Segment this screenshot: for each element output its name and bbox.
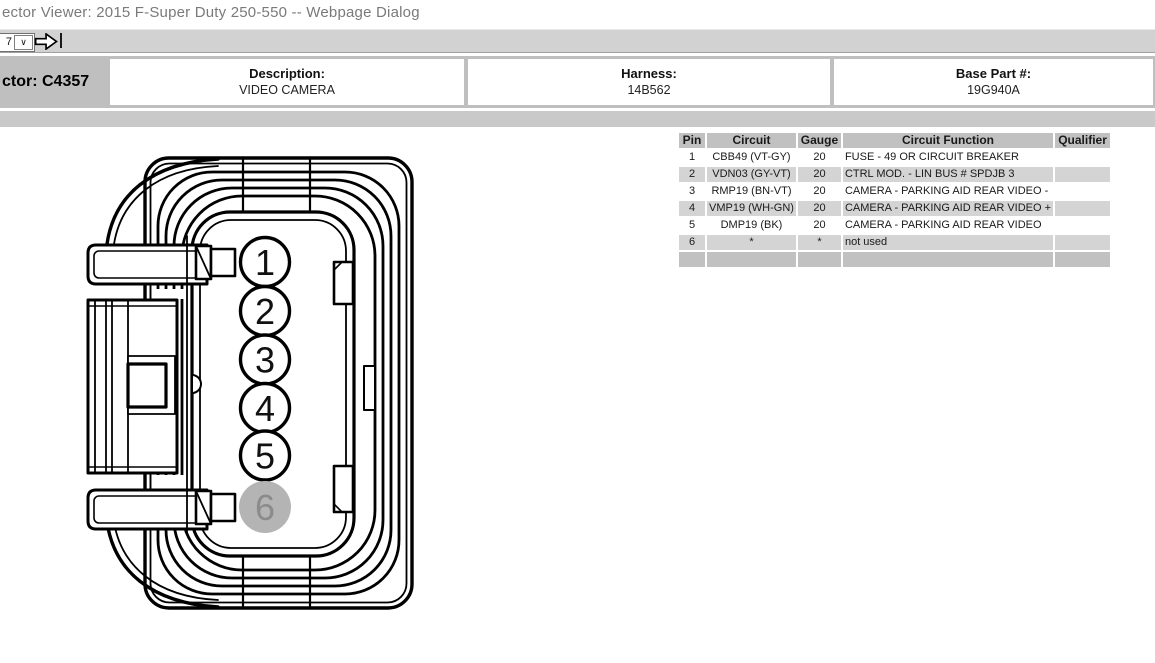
toolbar: 7 ∨ (0, 29, 1155, 53)
text-caret (60, 33, 62, 48)
harness-value: 14B562 (627, 83, 671, 97)
base-part-cell: Base Part #: 19G940A (834, 59, 1153, 105)
function-cell: not used (842, 235, 1054, 250)
qualifier-cell (1055, 235, 1111, 250)
gauge-cell: 20 (797, 167, 841, 182)
gauge-cell: 20 (797, 184, 841, 199)
pin-cell: 3 (679, 184, 705, 199)
pin-cell: 4 (679, 201, 705, 216)
col-header-qualifier: Qualifier (1055, 133, 1111, 148)
table-row: 2 VDN03 (GY-VT) 20 CTRL MOD. - LIN BUS #… (679, 167, 1111, 182)
table-row: 6 * * not used (679, 235, 1111, 250)
pin-cell: 5 (679, 218, 705, 233)
svg-text:4: 4 (255, 388, 275, 429)
chevron-down-icon[interactable]: ∨ (14, 35, 33, 50)
svg-text:1: 1 (255, 242, 275, 283)
separator-bar (0, 111, 1155, 127)
col-header-function: Circuit Function (842, 133, 1054, 148)
gauge-cell: 20 (797, 201, 841, 216)
window-title: ector Viewer: 2015 F-Super Duty 250-550 … (2, 4, 420, 21)
description-cell: Description: VIDEO CAMERA (110, 59, 464, 105)
harness-cell: Harness: 14B562 (468, 59, 830, 105)
gauge-cell: 20 (797, 150, 841, 165)
base-part-label: Base Part #: (955, 66, 1032, 81)
pin-2-marker: 2 (238, 284, 292, 338)
table-header-row: Pin Circuit Gauge Circuit Function Quali… (679, 133, 1111, 148)
harness-label: Harness: (621, 66, 677, 81)
qualifier-cell (1055, 201, 1111, 216)
connector-select[interactable]: 7 ∨ (0, 33, 35, 52)
svg-text:2: 2 (255, 291, 275, 332)
connector-select-value: 7 (5, 36, 12, 48)
qualifier-cell (1055, 184, 1111, 199)
circuit-cell: * (707, 235, 796, 250)
qualifier-cell (1055, 150, 1111, 165)
table-row: 3 RMP19 (BN-VT) 20 CAMERA - PARKING AID … (679, 184, 1111, 199)
function-cell: CTRL MOD. - LIN BUS # SPDJB 3 (842, 167, 1054, 182)
go-arrow-icon[interactable] (34, 33, 60, 50)
col-header-pin: Pin (679, 133, 705, 148)
pin-5-marker: 5 (238, 429, 292, 482)
function-cell: CAMERA - PARKING AID REAR VIDEO - (842, 184, 1054, 199)
svg-text:6: 6 (255, 487, 275, 528)
qualifier-cell (1055, 167, 1111, 182)
circuit-cell: CBB49 (VT-GY) (707, 150, 796, 165)
pin-6-marker-disabled: 6 (239, 481, 291, 533)
svg-text:3: 3 (255, 340, 275, 381)
circuit-cell: VMP19 (WH-GN) (707, 201, 796, 216)
pin-cell: 1 (679, 150, 705, 165)
cavity-tab-bottom (332, 464, 355, 514)
pin-1-marker: 1 (238, 235, 292, 289)
function-cell: CAMERA - PARKING AID REAR VIDEO (842, 218, 1054, 233)
connector-id-label: ctor: C4357 (2, 73, 90, 90)
function-cell: CAMERA - PARKING AID REAR VIDEO + (842, 201, 1054, 216)
description-label: Description: (249, 66, 325, 81)
keying-feature-bottom (194, 489, 237, 526)
pin-4-marker: 4 (238, 381, 292, 435)
table-row: 1 CBB49 (VT-GY) 20 FUSE - 49 OR CIRCUIT … (679, 150, 1111, 165)
title-bar: ector Viewer: 2015 F-Super Duty 250-550 … (0, 0, 1155, 28)
connector-diagram: 1 2 3 4 5 6 (86, 156, 414, 610)
base-part-value: 19G940A (967, 83, 1020, 97)
circuit-cell: DMP19 (BK) (707, 218, 796, 233)
svg-text:5: 5 (255, 436, 275, 477)
keying-feature-top (194, 244, 237, 281)
description-value: VIDEO CAMERA (239, 83, 335, 97)
table-row: 4 VMP19 (WH-GN) 20 CAMERA - PARKING AID … (679, 201, 1111, 216)
circuit-cell: VDN03 (GY-VT) (707, 167, 796, 182)
pin-3-marker: 3 (238, 333, 292, 386)
qualifier-cell (1055, 218, 1111, 233)
circuit-cell: RMP19 (BN-VT) (707, 184, 796, 199)
function-cell: FUSE - 49 OR CIRCUIT BREAKER (842, 150, 1054, 165)
col-header-circuit: Circuit (707, 133, 796, 148)
pin-table: Pin Circuit Gauge Circuit Function Quali… (677, 131, 1112, 269)
pin-cell: 6 (679, 235, 705, 250)
gauge-cell: 20 (797, 218, 841, 233)
table-row: 5 DMP19 (BK) 20 CAMERA - PARKING AID REA… (679, 218, 1111, 233)
table-footer-row (679, 252, 1111, 267)
col-header-gauge: Gauge (797, 133, 841, 148)
cavity-tab-top (332, 260, 355, 306)
pin-cell: 2 (679, 167, 705, 182)
connector-header: ctor: C4357 Description: VIDEO CAMERA Ha… (0, 56, 1155, 108)
gauge-cell: * (797, 235, 841, 250)
